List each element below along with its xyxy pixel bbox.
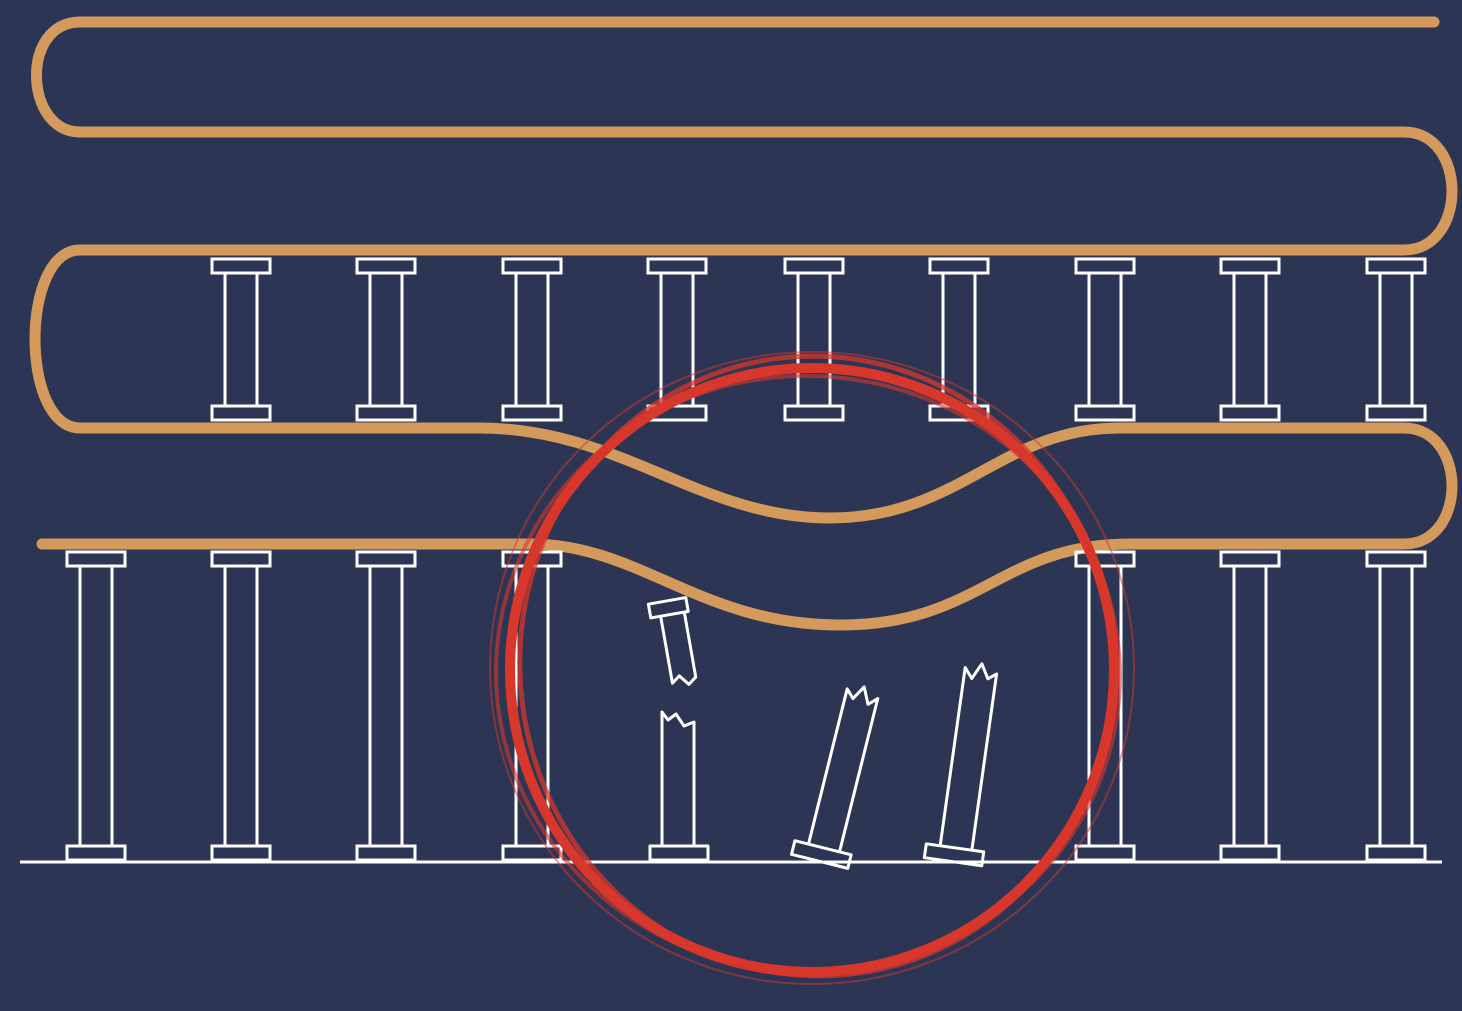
diagram-stage xyxy=(0,0,1462,1011)
sagging-cable-over-columns-diagram xyxy=(0,0,1462,1011)
